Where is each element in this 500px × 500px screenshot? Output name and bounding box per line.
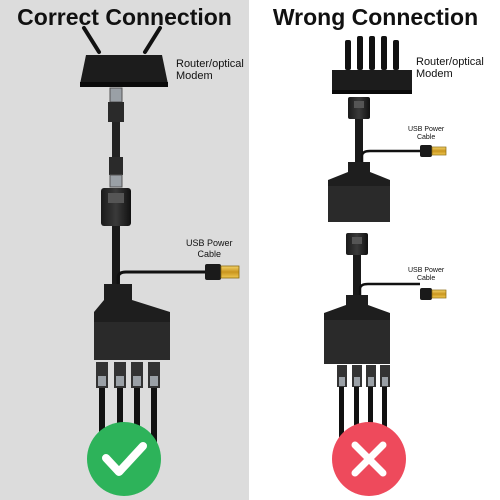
right-router-label-line1: Router/optical	[416, 56, 484, 68]
correct-connection-heading: Correct Connection	[17, 4, 232, 30]
left-router-label-line1: Router/optical	[176, 58, 244, 70]
right-first-splitter	[328, 97, 447, 222]
panel-divider	[249, 0, 251, 500]
right-second-splitter	[324, 233, 447, 364]
right-usb2-label-line1: USB Power	[408, 267, 445, 274]
right-router-label: Router/optical Modem	[416, 56, 484, 80]
left-router-label-line2: Modem	[176, 70, 213, 82]
right-usb-label-1: USB Power Cable	[408, 126, 444, 142]
check-icon	[87, 422, 161, 496]
left-splitter-body	[94, 284, 170, 360]
left-splitter-input-connector	[101, 188, 131, 284]
left-router-label: Router/optical Modem	[176, 58, 244, 82]
left-usb-label: USB Power Cable	[186, 238, 233, 260]
right-router-icon	[332, 36, 412, 94]
left-ethernet-cable	[108, 87, 124, 188]
right-usb-label-2: USB Power Cable	[408, 267, 444, 283]
cross-icon	[332, 422, 406, 496]
wrong-connection-heading: Wrong Connection	[272, 4, 479, 30]
right-usb1-label-line1: USB Power	[408, 126, 445, 133]
right-usb2-label-line2: Cable	[416, 275, 436, 282]
left-usb-label-line1: USB Power	[186, 238, 233, 248]
right-output-cables	[337, 365, 390, 443]
left-router-icon	[80, 26, 168, 87]
right-router-label-line2: Modem	[416, 68, 453, 80]
left-usb-power-cable	[116, 264, 240, 284]
left-usb-label-line2: Cable	[197, 249, 222, 259]
left-output-cables	[96, 362, 160, 448]
right-usb1-label-line2: Cable	[416, 134, 436, 141]
